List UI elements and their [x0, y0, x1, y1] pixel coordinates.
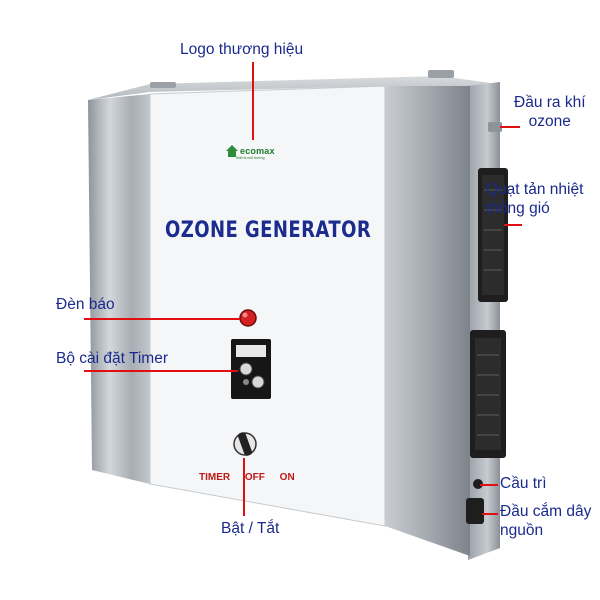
right-side-panel	[468, 82, 500, 560]
callout-fuse: Cầu trì	[500, 475, 547, 492]
callout-power-socket: Đầu cắm dây nguồn	[500, 503, 592, 540]
leader-power-switch	[243, 458, 245, 516]
callout-ozone-outlet: Đầu ra khí ozone	[514, 94, 586, 131]
callout-fan: Quạt tản nhiệt thông gió	[486, 181, 584, 218]
callout-logo: Logo thương hiệu	[180, 41, 304, 58]
switch-label-on: ON	[279, 472, 295, 483]
indicator-lamp	[239, 309, 257, 327]
timer-module	[231, 339, 271, 399]
leader-ozone-outlet	[500, 126, 520, 128]
leader-fuse	[480, 484, 498, 486]
top-face	[88, 76, 498, 100]
brand-logo-subtext: thiết bị môi trường	[236, 156, 265, 160]
brand-logo: ecomax	[226, 146, 275, 156]
leader-indicator	[84, 318, 240, 320]
ozone-outlet-nozzle	[488, 122, 502, 132]
brand-logo-text: ecomax	[240, 146, 275, 156]
callout-power-switch: Bật / Tắt	[221, 520, 280, 537]
logo-house-icon	[226, 145, 238, 157]
upper-fan	[478, 168, 508, 302]
fuse-holder	[473, 479, 483, 489]
lower-fan	[470, 330, 506, 458]
leader-power-socket	[482, 513, 498, 515]
leader-timer	[84, 370, 238, 372]
power-socket	[466, 498, 484, 524]
rotary-switch	[233, 432, 257, 456]
switch-label-timer: TIMER	[199, 472, 231, 483]
callout-indicator: Đèn báo	[56, 296, 115, 313]
leader-fan	[504, 224, 522, 226]
product-title: OZONE GENERATOR	[165, 218, 372, 243]
left-steel-strip	[88, 94, 150, 484]
switch-label-off: OFF	[244, 472, 265, 483]
callout-timer: Bộ cài đặt Timer	[56, 350, 168, 367]
leader-logo	[252, 62, 254, 140]
right-steel-strip	[385, 86, 470, 556]
switch-position-labels: TIMER OFF ON	[199, 472, 307, 483]
